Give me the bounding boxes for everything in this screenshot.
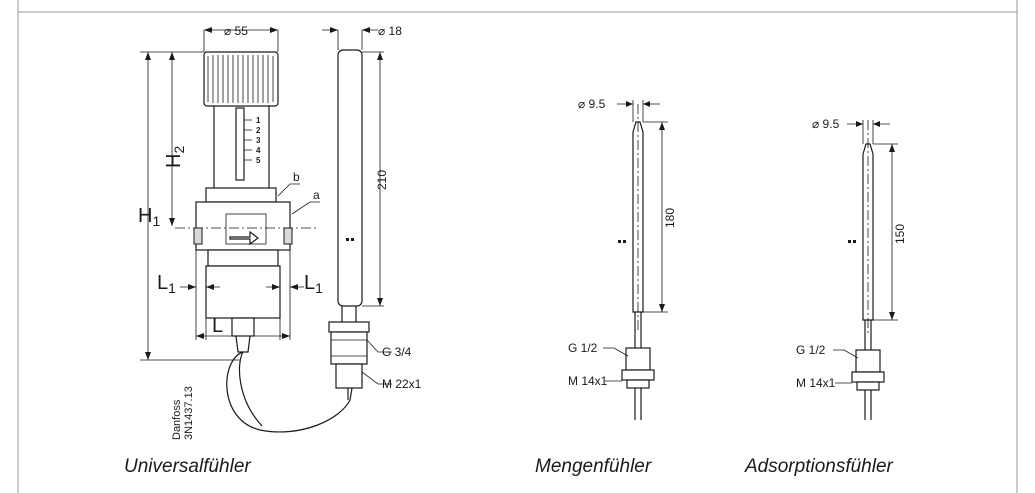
dim-l-extension-lines [195, 250, 291, 340]
mengen-tube [634, 312, 642, 348]
valve-connector [231, 317, 255, 337]
mengen-tail [634, 388, 642, 420]
valve-collar [205, 187, 277, 203]
gland-lines [331, 339, 367, 357]
sensor-neck [341, 306, 357, 322]
mengen-dia-arrows [626, 101, 650, 107]
mengen-dia-lines [617, 100, 660, 122]
dim-dia55-lines [203, 29, 279, 52]
dim-dia55-arrows [204, 27, 278, 33]
dim-l1-left: L1 [157, 272, 176, 296]
valve-bellows [205, 265, 281, 319]
mengen-sensor: ⌀ 9.5 180 G 1/2 M 14x1 [568, 97, 677, 420]
doc-brand: Danfoss [171, 399, 183, 440]
scale-window [235, 107, 245, 181]
leader-m22 [361, 371, 392, 385]
mengen-thread-g: G 1/2 [568, 341, 598, 355]
valve-housing [195, 201, 291, 251]
capillary-coil [238, 351, 263, 427]
adsorption-length: 150 [893, 224, 907, 244]
leader-b [277, 183, 300, 197]
thread-g34: G 3/4 [382, 345, 412, 359]
dim-dia18-arrows [330, 27, 370, 33]
adsorption-dia-lines [847, 120, 890, 144]
knob-grip-lines [207, 55, 274, 103]
caption-mengen: Mengenfühler [535, 456, 652, 477]
dim-210-lines [362, 51, 384, 307]
adsorption-150-lines [873, 143, 898, 321]
adsorption-thread-g: G 1/2 [796, 343, 826, 357]
sensor-thread-m [335, 363, 363, 389]
adsorption-tube [864, 320, 872, 350]
label-a: a [313, 188, 320, 202]
mengen-dia: ⌀ 9.5 [578, 97, 606, 111]
dim-210: 210 [375, 170, 389, 190]
thread-m22: M 22x1 [382, 377, 422, 391]
adsorption-thread [856, 381, 880, 391]
mengen-center-mark [618, 240, 626, 243]
adsorption-gland [855, 349, 881, 373]
label-b: b [293, 170, 300, 184]
scale-mark-1: 1 [256, 116, 261, 125]
adsorption-tail [864, 390, 872, 420]
mengen-bulb [632, 121, 644, 313]
scale-ticks [244, 119, 252, 161]
caption-universal: Universalfühler [124, 456, 251, 477]
valve-knob [203, 51, 279, 107]
valve-tip [235, 335, 251, 353]
dim-h2-label: H2 [163, 146, 187, 168]
universal-valve: 1 2 3 4 5 [175, 51, 353, 433]
sensor-nut-top [328, 321, 370, 333]
universal-sensor [328, 49, 370, 400]
scale-mark-2: 2 [256, 126, 261, 135]
dim-dia18: ⌀ 18 [378, 24, 402, 38]
valve-flow-chamber [225, 213, 267, 245]
dim-h1-label: H1 [138, 205, 160, 229]
valve-barrel [213, 106, 270, 188]
sensor-center-mark [346, 238, 354, 241]
dim-dia18-lines [322, 29, 378, 50]
adsorption-center-mark [848, 240, 856, 243]
adsorption-bulb [862, 143, 874, 321]
port-right [283, 227, 293, 245]
sensor-bulb [337, 49, 363, 307]
adsorption-dia-arrows [856, 121, 880, 127]
dim-l1-right: L1 [304, 272, 323, 296]
leader-g34 [366, 339, 392, 353]
mengen-thread [626, 379, 650, 389]
port-left [193, 227, 203, 245]
caption-adsorption: Adsorptionsfühler [745, 456, 893, 477]
leader-a [291, 201, 320, 215]
sensor-gland [330, 331, 368, 365]
adsorption-thread-m: M 14x1 [796, 376, 836, 390]
mengen-nut [621, 369, 655, 381]
dim-dia55: ⌀ 55 [224, 24, 248, 38]
doc-code: 3N1437.13 [183, 386, 195, 440]
valve-lower-flange [207, 249, 279, 267]
dim-l-label: L [212, 315, 223, 337]
capillary-tube [226, 351, 353, 433]
dim-l1-arrows [188, 284, 298, 290]
adsorption-sensor: ⌀ 9.5 150 G 1/2 M 14x1 [796, 117, 907, 420]
scale-mark-4: 4 [256, 146, 261, 155]
scale-mark-3: 3 [256, 136, 261, 145]
adsorption-nut [851, 371, 885, 383]
adsorption-dia: ⌀ 9.5 [812, 117, 840, 131]
mengen-length: 180 [663, 208, 677, 228]
mengen-gland [625, 347, 651, 371]
mengen-180-lines [643, 121, 668, 313]
leader-adsorption-g [833, 349, 859, 359]
universal-dimensions: ⌀ 55 ⌀ 18 210 H1 H2 L1 L1 L b a G 3/4 M … [138, 24, 422, 440]
mengen-thread-m: M 14x1 [568, 374, 608, 388]
flow-arrow-icon [229, 230, 259, 246]
frame-border [17, 0, 1018, 493]
scale-mark-5: 5 [256, 156, 261, 165]
leader-mengen-g [603, 347, 629, 357]
